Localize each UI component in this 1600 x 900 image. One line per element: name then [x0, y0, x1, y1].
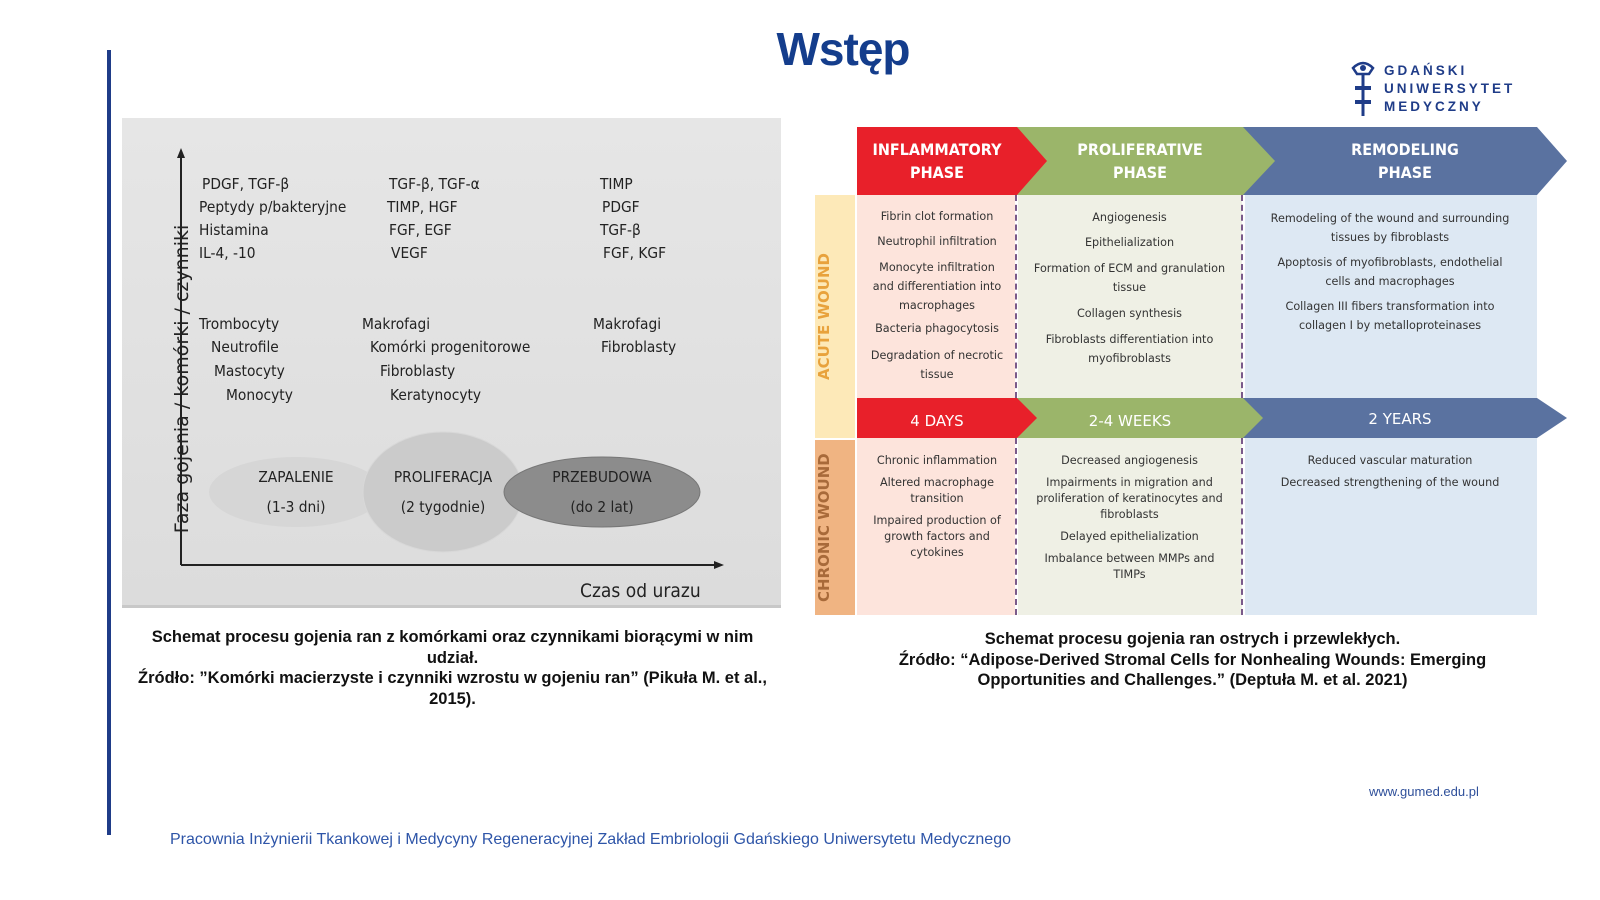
list-item: Collagen III fibers transformation into …	[1285, 300, 1495, 332]
caption-text: Schemat procesu gojenia ran ostrych i pr…	[984, 630, 1401, 648]
phase-header-proliferative: PROLIFERATIVE PHASE	[1077, 140, 1203, 182]
duration-inflammatory: 4 DAYS	[910, 412, 964, 430]
list-item: Reduced vascular maturation	[1307, 454, 1473, 467]
list-item: Delayed epithelialization	[1060, 530, 1199, 543]
logo-line-1: GDAŃSKI	[1384, 63, 1468, 78]
factor: FGF, KGF	[603, 244, 667, 262]
ellipse-remodeling	[503, 456, 701, 528]
factor: Histamina	[199, 221, 269, 239]
phase-proliferation: PROLIFERACJA (2 tygodnie)	[374, 462, 512, 522]
cell-type: Makrofagi	[593, 315, 662, 333]
factor: TIMP	[600, 175, 633, 193]
cell-type: Mastocyty	[214, 362, 285, 380]
list-item: Fibrin clot formation	[880, 210, 994, 223]
caption-source: Źródło: ”Komórki macierzyste i czynniki …	[138, 669, 767, 708]
phase-header-inflammatory: INFLAMMATORY PHASE	[872, 140, 1002, 182]
caption-source: Źródło: “Adipose-Derived Stromal Cells f…	[898, 650, 1487, 690]
phase-inflammation: ZAPALENIE (1-3 dni)	[228, 462, 364, 522]
list-item: Impairments in migration and proliferati…	[1036, 476, 1223, 521]
list-item: Remodeling of the wound and surrounding …	[1270, 212, 1510, 244]
divider	[1241, 438, 1243, 615]
ellipse-inflammation	[209, 457, 383, 527]
x-axis-label: Czas od urazu	[580, 580, 701, 602]
y-axis-label: Faza gojenia / komórki / czynniki	[171, 224, 193, 534]
footer-text: Pracownia Inżynierii Tkankowej i Medycyn…	[170, 831, 1011, 848]
cell-type: Trombocyty	[199, 315, 280, 333]
acute-remodeling-cell: Remodeling of the wound and surrounding …	[1265, 209, 1515, 344]
phase-name: PRZEBUDOWA	[552, 468, 652, 486]
phase-name: ZAPALENIE	[258, 468, 334, 486]
healing-phases-diagram: Faza gojenia / komórki / czynniki Czas o…	[122, 118, 781, 608]
slide-title: Wstęp	[776, 23, 911, 75]
phase-remodeling: PRZEBUDOWA (do 2 lat)	[533, 462, 671, 522]
phase-name: PROLIFERACJA	[393, 468, 493, 486]
row-label-acute: ACUTE WOUND	[815, 253, 833, 380]
list-item: Monocyte infiltration and differentiatio…	[872, 261, 1002, 312]
divider	[1015, 438, 1017, 615]
factor: IL-4, -10	[199, 244, 256, 262]
list-item: Angiogenesis	[1092, 211, 1167, 224]
divider	[1015, 195, 1017, 398]
list-item: Formation of ECM and granulation tissue	[1033, 262, 1226, 294]
cell-type: Monocyty	[226, 386, 293, 404]
list-item: Epithelialization	[1084, 235, 1175, 249]
factor: PDGF	[602, 198, 640, 216]
phase-arrows	[815, 127, 1567, 615]
list-item: Imbalance between MMPs and TIMPs	[1044, 552, 1215, 581]
list-item: Chronic inflammation	[876, 454, 998, 467]
duration-remodeling: 2 YEARS	[1368, 410, 1432, 428]
list-item: Altered macrophage transition	[879, 476, 995, 505]
divider	[1241, 195, 1243, 398]
university-logo: GDAŃSKI UNIWERSYTET MEDYCZNY	[1350, 60, 1520, 118]
list-item: Neutrophil infiltration	[877, 234, 997, 248]
list-item: Degradation of necrotic tissue	[870, 348, 1004, 381]
factor: FGF, EGF	[389, 221, 452, 239]
list-item: Fibroblasts differentiation into myofibr…	[1045, 333, 1214, 365]
caduceus-icon	[1351, 61, 1375, 116]
factor: TIMP, HGF	[387, 198, 458, 216]
cell-type: Neutrofile	[211, 338, 279, 356]
phase-duration: (do 2 lat)	[570, 498, 634, 516]
website-link[interactable]: www.gumed.edu.pl	[1369, 784, 1479, 799]
factor: Peptydy p/bakteryjne	[199, 198, 347, 216]
right-caption: Schemat procesu gojenia ran ostrych i pr…	[870, 629, 1515, 691]
cell-type: Fibroblasty	[380, 362, 456, 380]
cell-type: Makrofagi	[362, 315, 431, 333]
logo-line-2: UNIWERSYTET	[1384, 81, 1516, 96]
phase-duration: (1-3 dni)	[266, 498, 326, 516]
factor: PDGF, TGF-β	[202, 175, 290, 193]
logo-line-3: MEDYCZNY	[1384, 99, 1484, 114]
phase-header-remodeling: REMODELING PHASE	[1351, 140, 1459, 182]
accent-bar	[107, 50, 111, 835]
acute-chronic-wound-diagram: INFLAMMATORY PHASE PROLIFERATIVE PHASE R…	[815, 127, 1567, 615]
cell-type: Keratynocyty	[390, 386, 482, 404]
cell-type: Fibroblasty	[601, 338, 677, 356]
list-item: Apoptosis of myofibroblasts, endothelial…	[1277, 256, 1503, 288]
list-item: Decreased strengthening of the wound	[1280, 476, 1500, 489]
list-item: Decreased angiogenesis	[1061, 454, 1198, 467]
left-caption: Schemat procesu gojenia ran z komórkami …	[135, 627, 770, 709]
caption-text: Schemat procesu gojenia ran z komórkami …	[151, 628, 754, 667]
phase-duration: (2 tygodnie)	[400, 498, 486, 516]
list-item: Impaired production of growth factors an…	[873, 514, 1001, 559]
list-item: Collagen synthesis	[1076, 306, 1183, 320]
factor: TGF-β, TGF-α	[389, 175, 480, 193]
factor: TGF-β	[600, 221, 641, 239]
list-item: Bacteria phagocytosis	[875, 322, 999, 335]
factor: VEGF	[391, 244, 428, 262]
diagram-axes	[177, 148, 724, 569]
duration-proliferative: 2-4 WEEKS	[1088, 412, 1172, 430]
row-label-chronic: CHRONIC WOUND	[815, 453, 833, 602]
cell-type: Komórki progenitorowe	[370, 338, 531, 356]
